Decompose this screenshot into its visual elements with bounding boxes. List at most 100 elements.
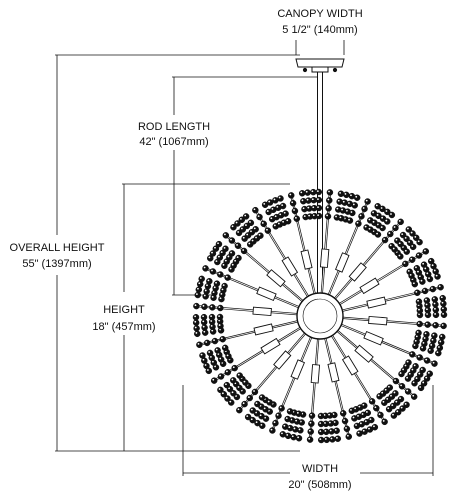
crystal-bead-highlight [281,204,284,207]
crystal-bead-highlight [237,231,240,233]
crystal-bead-highlight [251,239,254,242]
crystal-bead-highlight [352,416,355,419]
crystal-bead-highlight [348,202,350,204]
crystal-bead-highlight [441,324,444,326]
chandelier-body [192,188,448,444]
spoke-sleeve [366,296,387,309]
crystal-bead [422,248,430,255]
crystal-bead-highlight [226,370,228,373]
crystal-bead [416,354,423,361]
crystal-bead-highlight [438,346,440,348]
crystal-bead [241,400,248,408]
crystal-bead-highlight [376,214,379,216]
crystal-bead-highlight [418,308,420,311]
crystal-bead [209,268,217,275]
crystal-bead [345,433,353,440]
crystal-bead-highlight [357,431,360,434]
crystal-bead-highlight [412,394,415,397]
crystal-bead [262,406,269,413]
crystal-bead [236,406,243,414]
crystal-bead-highlight [373,425,375,428]
crystal-bead-highlight [401,233,404,236]
crystal-bead [366,426,374,433]
spoke-sleeve [341,355,359,376]
crystal-bead [234,220,241,227]
crystal-bead-highlight [266,228,268,231]
crystal-bead [246,394,253,402]
crystal-bead [217,356,225,363]
crystal-bead [358,213,365,220]
crystal-bead [223,258,230,265]
crystal-bead-highlight [424,267,427,270]
crystal-bead-highlight [415,266,417,269]
crystal-bead-highlight [438,285,441,288]
crystal-bead [339,410,347,417]
crystal-bead-highlight [300,191,303,194]
crystal-bead [203,339,211,347]
crystal-bead [397,253,404,260]
crystal-bead [228,237,236,244]
crystal-bead [242,213,250,220]
crystal-bead [287,192,295,199]
crystal-bead [198,275,205,283]
crystal-bead-highlight [370,399,373,402]
crystal-bead [269,427,276,434]
height-label: HEIGHT [103,304,145,316]
crystal-bead-highlight [324,422,326,424]
crystal-bead-highlight [382,420,385,422]
crystal-bead-highlight [319,414,321,416]
crystal-bead-highlight [231,225,234,228]
crystal-bead-highlight [414,235,417,238]
crystal-bead-highlight [286,434,289,436]
crystal-bead-highlight [276,205,279,208]
crystal-bead-highlight [203,330,206,333]
crystal-bead [200,313,208,321]
crystal-bead-highlight [382,400,385,403]
crystal-bead [419,278,426,285]
crystal-bead-highlight [403,262,406,264]
crystal-bead [217,386,224,394]
crystal-bead-highlight [273,224,276,227]
crystal-bead-highlight [436,351,439,354]
spoke-sleeve [273,350,292,370]
crystal-bead-highlight [345,209,348,212]
crystal-bead [353,422,361,430]
crystal-bead-highlight [423,337,426,339]
crystal-bead [206,278,213,285]
crystal-bead [383,387,390,394]
crystal-bead-highlight [392,247,395,250]
crystal-bead-highlight [235,221,238,224]
crystal-bead-highlight [306,198,309,201]
crystal-bead [224,395,231,402]
crystal-bead [216,254,224,261]
crystal-bead-highlight [211,269,213,272]
crystal-bead [315,188,323,196]
crystal-bead-highlight [361,413,364,415]
crystal-bead [304,189,311,196]
crystal-bead-highlight [362,403,365,406]
crystal-bead-highlight [203,294,206,297]
spoke-sleeve [348,262,367,282]
dimension-labels: CANOPY WIDTH 5 1/2" (140mm) ROD LENGTH 4… [10,8,363,491]
crystal-bead-highlight [388,232,391,234]
crystal-bead [193,302,200,310]
spoke-sleeve [363,330,384,346]
crystal-bead [388,211,396,219]
crystal-bead [244,232,252,239]
crystal-bead [361,205,368,213]
crystal-bead-highlight [425,376,428,379]
crystal-bead [308,412,316,419]
crystal-bead-highlight [293,427,296,430]
crystal-bead [325,205,332,212]
crystal-bead [209,250,217,257]
crystal-bead-highlight [426,272,429,275]
crystal-bead-highlight [197,287,199,290]
crystal-bead [201,324,208,331]
spoke-sleeve [260,337,281,355]
crystal-bead [438,333,446,341]
crystal-bead-highlight [434,313,436,315]
crystal-bead [254,400,261,408]
crystal-bead [217,304,224,312]
crystal-bead [415,269,423,276]
crystal-bead-highlight [339,191,341,194]
